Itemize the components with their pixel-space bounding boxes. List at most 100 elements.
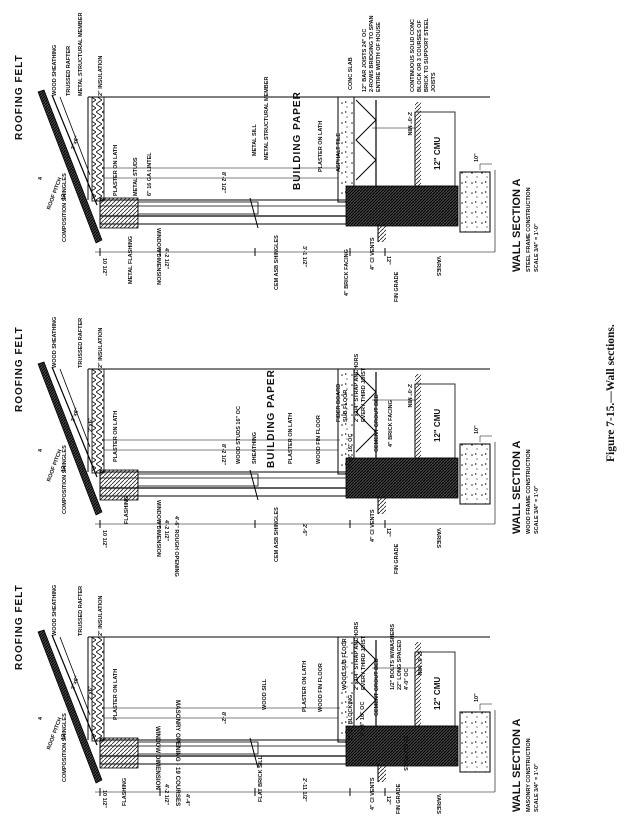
label-dim-window: 4'-2 1/2" <box>163 248 169 269</box>
label-plaster-on-lath: PLASTER ON LATH <box>113 669 119 720</box>
label-pitch-rise: 4 <box>38 716 44 720</box>
label-insulation: 2" INSULATION <box>98 56 104 96</box>
label-footing-depth: 10" <box>474 693 480 702</box>
label-ceiling-joist: 2"x6" <box>88 685 94 700</box>
label-cmu: 12" CMU <box>433 409 442 442</box>
label-composition-shingles: COMPOSITION SHINGLES <box>62 713 68 782</box>
label-wood-sub-floor: WOOD SUB FLOOR <box>342 638 348 690</box>
label-flashing: FLASHING <box>124 496 130 524</box>
label-flashing: FLASHING <box>122 778 128 806</box>
label-dim-grade: 12" <box>385 528 391 537</box>
label-strap-anchors-2: EVERY THIRD JOIST <box>361 635 367 690</box>
label-pitch-run: 12 <box>61 194 67 200</box>
label-roof-pitch: ROOF PITCH <box>46 717 63 751</box>
label-conc-slab: CONC SLAB <box>348 57 354 90</box>
label-dim-window: 4'-2 1/2" <box>163 784 169 805</box>
section-title: WALL SECTION A <box>511 718 523 812</box>
label-fiber-board: FIBER BOARD <box>336 384 342 422</box>
label-rough-opening: 4'-6" ROUGH OPENING <box>173 516 179 577</box>
label-fin-grade: FIN GRADE <box>394 543 400 574</box>
label-composition-shingles: COMPOSITION SHINGLES <box>62 173 68 242</box>
label-dim-lower: 3'-1 1/2" <box>301 246 307 267</box>
label-rafter-size: 2"x6" <box>70 135 81 151</box>
label-wood-sheathing: WOOD SHEATHING <box>52 45 58 96</box>
label-continuous-1: CONTINUOUS SOLID CONC <box>410 19 416 92</box>
label-composition-shingles: COMPOSITION SHINGLES <box>62 445 68 514</box>
label-bolts-1: 1/2" BOLTS W/WASHERS <box>390 624 396 690</box>
label-fin-grade: FIN GRADE <box>394 271 400 302</box>
label-window-dimension: WINDOW DIMENSION <box>155 228 161 285</box>
label-joists-1: 12" BAR JOISTS 24" OC <box>362 29 368 92</box>
label-varies: VARIES <box>435 256 441 276</box>
section-construction: MASONRY CONSTRUCTION <box>526 738 532 812</box>
label-dim-ceiling: 8'-2 1/2" <box>220 172 226 193</box>
label-brick-facing: 4" BRICK FACING <box>388 400 394 447</box>
section-title: WALL SECTION A <box>511 178 523 272</box>
figure-caption: Figure 7-15.—Wall sections. <box>605 324 617 462</box>
label-asphalt-tile: ASPHALT TILE <box>336 133 342 172</box>
wall-section-wood-frame: ROOFING FELT WOOD SHEATHING TRUSSED RAFT… <box>14 317 540 577</box>
label-cmu: 12" CMU <box>433 677 442 710</box>
label-metal-sill: METAL SILL <box>252 123 258 156</box>
label-joists-2: 2-ROWS BRIDGING TO SPAN <box>369 15 375 92</box>
label-pitch-rise: 4 <box>38 448 44 452</box>
section-construction: WOOD FRAME CONSTRUCTION <box>526 449 532 534</box>
label-cmu: 12" CMU <box>433 137 442 170</box>
label-plaster-on-lath-2: PLASTER ON LATH <box>288 413 294 464</box>
label-fin-grade: FIN GRADE <box>396 783 402 814</box>
section-construction: STEEL FRAME CONSTRUCTION <box>526 187 532 272</box>
label-dim-ceiling: 8'-2" <box>220 712 226 724</box>
label-flat-brick-sill: FLAT BRICK SILL <box>258 755 264 802</box>
label-sheathing: SHEATHING <box>252 432 258 464</box>
section-scale: SCALE 3/4" = 1'-0" <box>534 763 540 812</box>
label-rafter-size: 2"x6" <box>70 407 81 423</box>
label-roofing-felt: ROOFING FELT <box>14 326 25 412</box>
label-wood-studs: WOOD STUDS 16" OC <box>236 406 242 464</box>
label-courses: 12 COURSES <box>402 736 408 771</box>
label-building-paper: BUILDING PAPER <box>292 91 303 190</box>
label-dim-grade: 12" <box>385 796 391 805</box>
label-wood-fin-floor: WOOD FIN FLOOR <box>316 415 322 464</box>
label-varies: VARIES <box>435 528 441 548</box>
label-roofing-felt: ROOFING FELT <box>14 584 25 670</box>
label-roof-pitch: ROOF PITCH <box>46 449 63 483</box>
label-bolts-3: 4'-0" OC <box>404 668 410 690</box>
label-window-dimension: WINDOW DIMENSION <box>154 726 161 790</box>
label-plaster-on-lath-2: PLASTER ON LATH <box>302 661 308 712</box>
section-scale: SCALE 3/4" = 1'-0" <box>534 223 540 272</box>
wall-section-steel-frame: ROOFING FELT WOOD SHEATHING TRUSSED RAFT… <box>14 13 540 302</box>
label-dim-overhang: 10 1/2" <box>101 258 107 276</box>
label-pitch-rise: 4 <box>38 176 44 180</box>
label-cement-grout-bed: CEMENT GROUT BED <box>374 394 380 452</box>
label-strap-anchors-2: EVERY THIRD JOIST <box>361 367 367 422</box>
label-joists-3: ENTIRE WIDTH OF HOUSE <box>376 22 382 92</box>
label-trussed-rafter: TRUSSED RAFTER <box>78 318 84 368</box>
label-min-clear: 2'-0" MIN <box>406 384 412 408</box>
label-continuous-2: BLOCK OR 3 COURSES OF <box>417 20 423 92</box>
label-footing-depth: 10" <box>474 425 480 434</box>
label-insulation: 2" INSULATION <box>98 596 104 636</box>
label-wood-sheathing: WOOD SHEATHING <box>52 317 58 368</box>
label-footing-offset: 4" <box>454 216 460 222</box>
label-insulation: 2" INSULATION <box>98 328 104 368</box>
label-pitch-run: 12 <box>61 734 67 740</box>
section-title: WALL SECTION A <box>511 440 523 534</box>
label-metal-structural-member: METAL STRUCTURAL MEMBER <box>264 77 270 160</box>
label-vents: 4" CI VENTS <box>370 509 376 542</box>
label-dim-ceiling: 8'-2 1/2" <box>220 444 226 465</box>
label-min-clear: 2'-0" MIN <box>416 652 422 676</box>
label-trussed-rafter: TRUSSED RAFTER <box>78 586 84 636</box>
label-footing-offset: 4" <box>454 488 460 494</box>
label-footing-depth: 10" <box>474 153 480 162</box>
label-min-clear: 2'-0" MIN <box>406 112 412 136</box>
label-metal-structural-member-top: METAL STRUCTURAL MEMBER <box>78 13 84 96</box>
label-masonry-opening: MASONRY OPENING - 19 COURSES <box>174 700 181 806</box>
label-dim-overhang: 10 1/2" <box>101 530 107 548</box>
label-joist-size: 2"x8" 16" OC <box>360 702 366 736</box>
label-footing-offset: 4" <box>454 756 460 762</box>
label-wood-sheathing: WOOD SHEATHING <box>52 585 58 636</box>
label-roof-pitch: ROOF PITCH <box>46 177 63 211</box>
label-window-dimension: WINDOW DIMENSION <box>155 500 161 557</box>
label-plaster-on-lath-2: PLASTER ON LATH <box>318 121 324 172</box>
